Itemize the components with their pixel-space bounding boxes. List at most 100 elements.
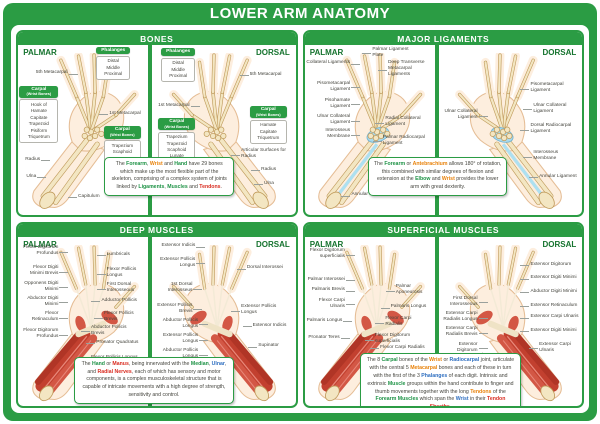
note-text-segment: Tendons (199, 184, 221, 191)
anatomy-label: Extensor Pollicis Longus (155, 333, 209, 345)
note-text-segment: Tendon Sheaths (429, 396, 506, 408)
badge-item: Hook of Hamate (30, 101, 47, 114)
panel-divider (434, 45, 439, 215)
anatomy-label: Flexor Carpi Radialis (370, 345, 430, 351)
anatomy-label: Interosseus Membrane (306, 128, 361, 140)
anatomy-label: Pisohamate Ligament (306, 98, 361, 110)
note-text-segment: , (164, 184, 168, 191)
note-text-segment: joint, articulate with the central 5 (369, 357, 515, 372)
anatomy-label: Flexor Digitorum superficialis (364, 333, 430, 345)
badge-item: Middle (106, 64, 120, 70)
anatomy-label: Flexor Carpi Radialis (375, 316, 429, 328)
note-text-segment: Hand (91, 360, 105, 367)
note-text-segment: have 29 bones which make up the most fle… (111, 160, 227, 191)
note-text-segment: Manus (112, 360, 129, 367)
note-text-segment: , being innervated with the (128, 360, 191, 367)
badge-item: Triquetrum (27, 134, 50, 140)
anatomy-label: Palmar Radiocarpal Ligament (372, 135, 430, 147)
anatomy-label: Flexor Pollicis Brevis (94, 311, 143, 323)
note-text-segment: Wrist (149, 160, 163, 167)
badge-item: Lunate (169, 153, 184, 159)
badge-item: Trapezium (111, 142, 134, 148)
note-text-segment: , (208, 360, 212, 367)
anatomy-label: Palmaris Longus (380, 304, 430, 310)
anatomy-label: Radius (251, 167, 287, 173)
note-text-segment: Carpal (381, 357, 398, 364)
anatomy-label: Extensor Digitorum (440, 342, 488, 354)
badge-item: Proximal (104, 71, 123, 77)
note-text-segment: Radiocarpal (449, 357, 480, 364)
anatomy-label: 1st Metacarpal (155, 103, 201, 109)
note-text-segment: , (146, 160, 150, 167)
note-text-segment: Elbow (415, 176, 431, 183)
note-text-segment: Muscles (167, 184, 188, 191)
note-text-segment: Wrist (429, 357, 443, 364)
anatomy-label: 1st Dorsal Interosseus (155, 282, 203, 294)
badge-item: Pisiform (30, 127, 48, 133)
anatomy-label: Flexor Digiti Minimi Brevis (19, 265, 69, 277)
note-text-segment: provides the lower arm with great dexter… (410, 176, 499, 191)
anatomy-label: Extensor Indicis (242, 323, 293, 329)
anatomy-label: Dorsal Radiocarpal Ligament (520, 123, 579, 135)
note-text-segment: Ligaments (138, 184, 165, 191)
panel-divider (148, 45, 153, 215)
anatomy-label: Ulnar Collateral Ligament (523, 103, 579, 115)
view-label-dorsal: DORSAL (542, 48, 577, 57)
anatomy-label: Palmar Interossei (307, 277, 356, 283)
anatomy-label: Deep Transverse Metacarpal Ligaments (377, 60, 432, 78)
note-text-segment: Median (190, 360, 209, 367)
info-note-superficial-muscles: The 8 Carpal bones of the Wrist or Radio… (360, 353, 521, 408)
anatomy-label: Flexor Retinaculum (19, 311, 69, 323)
badge-item: Capitate (30, 114, 48, 120)
anatomy-label: Collateral Ligaments (306, 60, 361, 66)
anatomy-label: Extensor Digitorum (520, 262, 579, 268)
badge-item: Trapezoid (166, 140, 187, 146)
badge-subtitle: (Wrist Bones) (255, 112, 281, 117)
badge-title: Phalanges (96, 46, 131, 55)
badge-item: Proximal (169, 72, 188, 78)
arm-illustration-superficial-muscles-dorsal (455, 244, 562, 402)
note-text-segment: or (104, 360, 113, 367)
anatomy-label: Flexor Digitorum superficialis (306, 248, 356, 260)
anatomy-label: Flexor Carpi Ulnaris (306, 298, 356, 310)
anatomy-label: Extensor Retinaculum (520, 302, 578, 308)
badge-title-text: Phalanges (101, 47, 126, 53)
anatomy-label: Extensor Pollicis Longus (231, 304, 293, 316)
note-text-segment: The (373, 160, 385, 167)
anatomy-label: Extensor Carpi Radialis Brevis (440, 326, 488, 338)
anatomy-label: Palmar Aponeurosis (385, 284, 433, 296)
badge-item: Trapezium (165, 134, 188, 140)
note-text-segment: . (220, 184, 222, 191)
anatomy-label: Pronator Quadratus (86, 340, 140, 346)
note-text-segment: . (449, 404, 452, 408)
anatomy-label: Supinator (248, 343, 292, 349)
note-text-segment: and (430, 176, 442, 183)
anatomy-label: Opponens Digiti Minimi (19, 281, 69, 293)
note-text-segment: bones and each of these in turn with the… (373, 365, 512, 380)
badge-title: Carpal(Wrist Bones) (19, 85, 59, 98)
note-text-segment: , and (87, 360, 227, 375)
anatomy-label: Ulna (254, 181, 284, 187)
anatomy-label: Radial Collateral Ligament (375, 116, 429, 128)
badge-item: Middle (171, 66, 185, 72)
badge-title-text: Carpal (169, 118, 185, 124)
badge-subtitle: (Wrist Bones) (110, 133, 135, 138)
section-title-ligaments: MAJOR LIGAMENTS (304, 32, 582, 45)
anatomy-label: Palmar Ligament Plate (362, 47, 416, 59)
anatomy-label: Articular Surfaces for Radius (231, 148, 290, 160)
badge-item: Distal (172, 60, 184, 66)
poster-title: LOWER ARM ANATOMY (209, 5, 391, 22)
anatomy-label: Extensor Digiti Minimi (520, 275, 579, 281)
